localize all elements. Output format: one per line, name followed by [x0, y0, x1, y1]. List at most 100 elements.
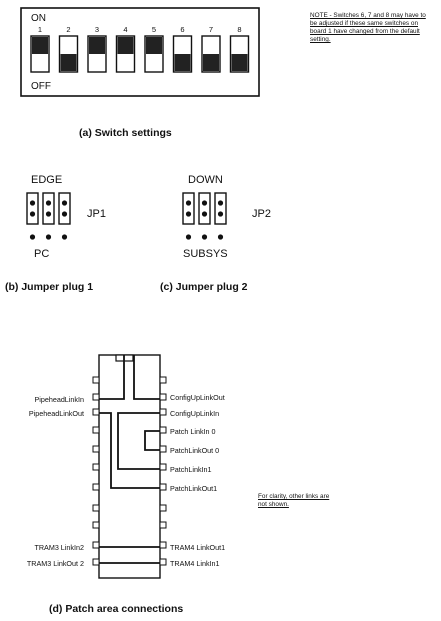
jumper2-pin-top-3 [217, 200, 224, 206]
switch-off-label: OFF [31, 81, 51, 92]
patch-caption: (d) Patch area connections [49, 603, 183, 615]
jumper1-bottom-label: PC [34, 248, 49, 260]
label-patch-linkin1: PatchLinkIn1 [170, 465, 212, 474]
switch-number-8: 8 [237, 25, 241, 34]
jumper2-pin-bottom-2 [201, 211, 208, 217]
right-pin-6 [159, 463, 167, 471]
left-pin-9 [92, 521, 100, 529]
left-pin-6 [92, 463, 100, 471]
jumper2-dot-1 [185, 234, 192, 240]
jumper2-dot-2 [201, 234, 208, 240]
label-pipehead-linkin: PipeheadLinkIn [34, 395, 84, 404]
right-pin-5 [159, 445, 167, 453]
dip-switches: 1 2 3 4 5 6 7 8 [30, 25, 250, 73]
wire-pipehead-linkin [99, 355, 125, 400]
jumper1-pin-bottom-1 [29, 211, 36, 217]
switch-lever-8 [231, 54, 248, 71]
jumper1-dot-3 [61, 234, 68, 240]
right-pin-4 [159, 426, 167, 434]
switch-lever-7 [203, 54, 219, 71]
right-pin-3 [159, 408, 167, 416]
switch-lever-4 [117, 37, 134, 54]
right-pin-7 [159, 483, 167, 491]
jumper1-top-label: EDGE [31, 174, 62, 186]
jumper2-top-label: DOWN [188, 174, 223, 186]
jumper1-dot-1 [29, 234, 36, 240]
switch-number-6: 6 [180, 25, 184, 34]
left-pin-7 [92, 483, 100, 491]
jumper2-pin-top-1 [185, 200, 192, 206]
right-pin-10 [159, 541, 167, 549]
patch-pins [92, 376, 167, 566]
switch-lever-2 [60, 54, 77, 71]
jumper2-bottom-label: SUBSYS [183, 248, 228, 260]
switch-on-label: ON [31, 13, 46, 24]
jumper1-dot-2 [45, 234, 52, 240]
right-pin-8 [159, 504, 167, 512]
label-configup-linkin: ConfigUpLinkIn [170, 409, 219, 418]
jumper1-pin-top-3 [61, 200, 68, 206]
label-configup-linkout: ConfigUpLinkOut [170, 393, 225, 402]
jumper1-pin-3 [58, 192, 71, 225]
switch-number-5: 5 [152, 25, 156, 34]
jumper1-pin-bottom-3 [61, 211, 68, 217]
jumper1-pin-2 [42, 192, 55, 225]
label-patch-linkout1: PatchLinkOut1 [170, 484, 217, 493]
switch-lever-1 [32, 37, 48, 54]
right-pin-1 [159, 376, 167, 384]
jumper2-pin-bottom-3 [217, 211, 224, 217]
jumper2-pin-3 [214, 192, 227, 225]
jumper2-pin-2 [198, 192, 211, 225]
jumper1-pins [26, 192, 71, 240]
left-pin-11 [92, 558, 100, 566]
left-pin-8 [92, 504, 100, 512]
jumper2-pin-bottom-1 [185, 211, 192, 217]
switch-note: NOTE - Switches 6, 7 and 8 may have to b… [310, 12, 426, 43]
switch-caption: (a) Switch settings [79, 127, 172, 139]
switch-number-7: 7 [209, 25, 213, 34]
jumper2-pins [182, 192, 227, 240]
wire-configup-linkin [117, 412, 160, 470]
label-pipehead-linkout: PipeheadLinkOut [29, 409, 84, 418]
left-pin-1 [92, 376, 100, 384]
left-pin-4 [92, 426, 100, 434]
switch-number-4: 4 [123, 25, 127, 34]
switch-lever-3 [89, 37, 105, 54]
left-pin-3 [92, 408, 100, 416]
switch-number-3: 3 [95, 25, 99, 34]
label-tram4-linkin1: TRAM4 LinkIn1 [170, 559, 220, 568]
switch-block-outline [20, 7, 260, 97]
left-pin-2 [92, 393, 100, 401]
right-pin-9 [159, 521, 167, 529]
left-pin-10 [92, 541, 100, 549]
label-tram3-linkout2: TRAM3 LinkOut 2 [27, 559, 84, 568]
wire-patch-loop [144, 430, 160, 451]
jumper1-pin-bottom-2 [45, 211, 52, 217]
patch-area-outline [98, 354, 161, 579]
label-patch-linkin0: Patch LinkIn 0 [170, 427, 216, 436]
jumper2-pin-1 [182, 192, 195, 225]
switch-lever-5 [146, 37, 162, 54]
label-tram4-linkout1: TRAM4 LinkOut1 [170, 543, 225, 552]
right-pin-11 [159, 558, 167, 566]
wire-configup-linkout [133, 355, 160, 400]
jumper1-pin-top-2 [45, 200, 52, 206]
clarity-note: For clarity, other links are not shown. [258, 493, 330, 508]
jumper2-caption: (c) Jumper plug 2 [160, 281, 248, 293]
jumper1-caption: (b) Jumper plug 1 [5, 281, 93, 293]
label-tram3-linkin2: TRAM3 LinkIn2 [34, 543, 84, 552]
jumper1-pin-1 [26, 192, 39, 225]
label-patch-linkout0: PatchLinkOut 0 [170, 446, 219, 455]
jumper1-name: JP1 [87, 208, 106, 220]
jumper2-name: JP2 [252, 208, 271, 220]
switch-number-2: 2 [66, 25, 70, 34]
switch-lever-6 [174, 54, 191, 71]
jumper1-pin-top-1 [29, 200, 36, 206]
jumper2-pin-top-2 [201, 200, 208, 206]
right-pin-2 [159, 393, 167, 401]
switch-number-1: 1 [38, 25, 42, 34]
jumper2-dot-3 [217, 234, 224, 240]
wire-pipehead-linkout [99, 412, 160, 489]
left-pin-5 [92, 445, 100, 453]
